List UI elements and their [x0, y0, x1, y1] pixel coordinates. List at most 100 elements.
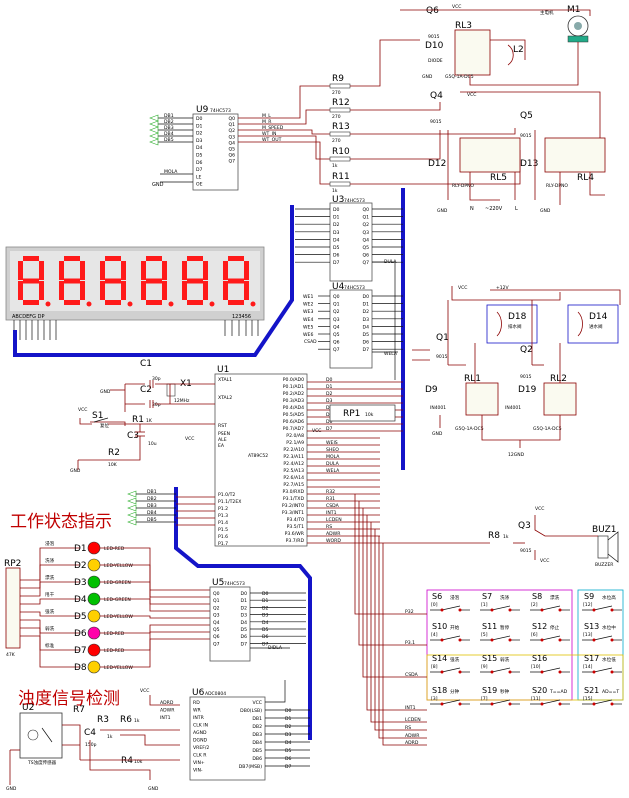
svg-text:IN4001: IN4001 — [430, 405, 446, 411]
chip-pin-label: D7 — [196, 167, 203, 173]
chip-pin-label: P1.0/T2 — [218, 492, 235, 498]
chip-pin-label: Q1 — [362, 215, 369, 221]
chip-pin-label: P0.3/AD3 — [283, 398, 304, 404]
svg-text:G5Q-1A-DC5: G5Q-1A-DC5 — [445, 74, 474, 80]
svg-text:L: L — [515, 206, 518, 212]
chip-pin-label: P0.6/AD6 — [283, 419, 304, 425]
chip-pin-label: Q2 — [213, 605, 220, 611]
svg-text:停止: 停止 — [550, 624, 560, 631]
chip-pin-label: P3.3/INT1 — [282, 510, 304, 516]
svg-text:IN4001: IN4001 — [505, 405, 521, 411]
svg-text:9015: 9015 — [436, 354, 448, 360]
svg-text:S12: S12 — [532, 622, 547, 631]
net-label: WT_OUT — [262, 137, 282, 143]
net-label: D2 — [285, 724, 292, 730]
svg-text:L2: L2 — [513, 45, 524, 55]
chip-pin-label: CLK IN — [193, 723, 208, 729]
net-label: D2 — [326, 391, 333, 397]
chip-pin-label: Q6 — [213, 634, 220, 640]
svg-text:D14: D14 — [589, 312, 608, 322]
svg-text:D7: D7 — [74, 646, 87, 656]
display-digit — [100, 256, 133, 307]
svg-text:[12]: [12] — [583, 602, 593, 608]
u5-chip: U5 74HC573 Q0Q1Q2Q3Q4Q5Q6Q7D0D1D2D3D4D5D… — [209, 578, 283, 662]
chip-pin-label: DB4 — [252, 740, 262, 746]
svg-text:[6]: [6] — [531, 632, 538, 638]
net-label: D2 — [262, 605, 269, 611]
rp1: RP1 10k — [329, 404, 396, 422]
svg-text:CSAD: CSAD — [304, 339, 317, 345]
relay-rl5: RL5 RLY-DPNO D12 Q4 9015 — [428, 91, 521, 189]
reset-button[interactable]: S1 复位 — [92, 411, 109, 429]
chip-pin-label: RD — [193, 700, 200, 706]
chip-pin-label: Q1 — [213, 598, 220, 604]
svg-text:12MHz: 12MHz — [174, 398, 190, 404]
svg-text:RL2: RL2 — [550, 374, 567, 384]
svg-text:VCC: VCC — [452, 4, 461, 10]
chip-pin-label: Q4 — [228, 140, 235, 146]
svg-text:74HC573: 74HC573 — [210, 108, 231, 114]
chip-pin-label: Q1 — [333, 302, 340, 308]
svg-text:R12: R12 — [332, 98, 350, 108]
chip-pin-label: P2.0/A8 — [286, 433, 304, 439]
net-label: M_R — [262, 119, 272, 125]
net-label: D0 — [326, 377, 333, 383]
buzzer: BUZ1 BUZZER — [592, 525, 619, 568]
svg-text:Q2: Q2 — [520, 345, 533, 355]
svg-text:[1]: [1] — [481, 602, 488, 608]
svg-text:弱洗: 弱洗 — [45, 625, 55, 632]
svg-text:D19: D19 — [518, 385, 537, 395]
svg-text:Q4: Q4 — [430, 91, 443, 101]
svg-text:1k: 1k — [503, 534, 509, 540]
net-label: ADRD — [405, 740, 419, 746]
svg-text:LED-RED: LED-RED — [104, 648, 125, 654]
chip-pin-label: Q5 — [362, 245, 369, 251]
chip-pin-label: P1.6 — [218, 534, 228, 540]
svg-text:D12: D12 — [428, 159, 446, 169]
svg-text:DIODE: DIODE — [428, 58, 443, 64]
display-digit — [141, 256, 174, 307]
svg-text:[15]: [15] — [583, 696, 593, 702]
svg-text:U5: U5 — [212, 578, 224, 588]
svg-text:AT89C52: AT89C52 — [248, 453, 268, 459]
svg-text:150p: 150p — [85, 742, 97, 748]
svg-text:GND: GND — [152, 182, 164, 188]
svg-text:S11: S11 — [482, 622, 497, 631]
chip-pin-label: OE — [196, 182, 203, 188]
chip-pin-label: D4 — [363, 324, 370, 330]
svg-text:[7]: [7] — [481, 696, 488, 702]
net-label: D7 — [262, 641, 269, 647]
svg-text:VCC: VCC — [185, 436, 194, 442]
net-label: D5 — [326, 412, 333, 418]
svg-text:弱洗: 弱洗 — [500, 656, 510, 663]
svg-text:暂停: 暂停 — [500, 624, 510, 631]
svg-text:D10: D10 — [425, 41, 444, 51]
svg-text:LED-GREEN: LED-GREEN — [104, 580, 131, 586]
svg-text:D8: D8 — [74, 663, 87, 673]
svg-text:9015: 9015 — [520, 548, 532, 554]
chip-pin-label: D2 — [363, 309, 370, 315]
chip-pin-label: D5 — [363, 332, 370, 338]
keypad-key[interactable]: S16[10] — [530, 654, 570, 674]
chip-pin-label: D4 — [333, 237, 340, 243]
